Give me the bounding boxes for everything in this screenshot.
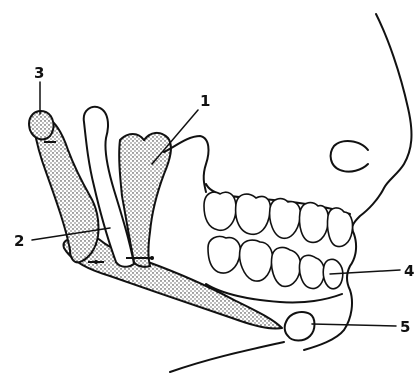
segment-3-knob <box>29 111 53 139</box>
nose-outline <box>331 141 368 172</box>
callout-3: 3 <box>34 64 44 82</box>
callout-1: 1 <box>200 92 210 110</box>
leader-5 <box>312 324 396 326</box>
callout-4: 4 <box>404 262 414 280</box>
callout-5: 5 <box>400 318 410 336</box>
callout-2: 2 <box>14 232 24 250</box>
neck-line <box>170 342 284 372</box>
segment-5-chin-block <box>285 312 315 340</box>
lower-teeth <box>208 236 343 288</box>
